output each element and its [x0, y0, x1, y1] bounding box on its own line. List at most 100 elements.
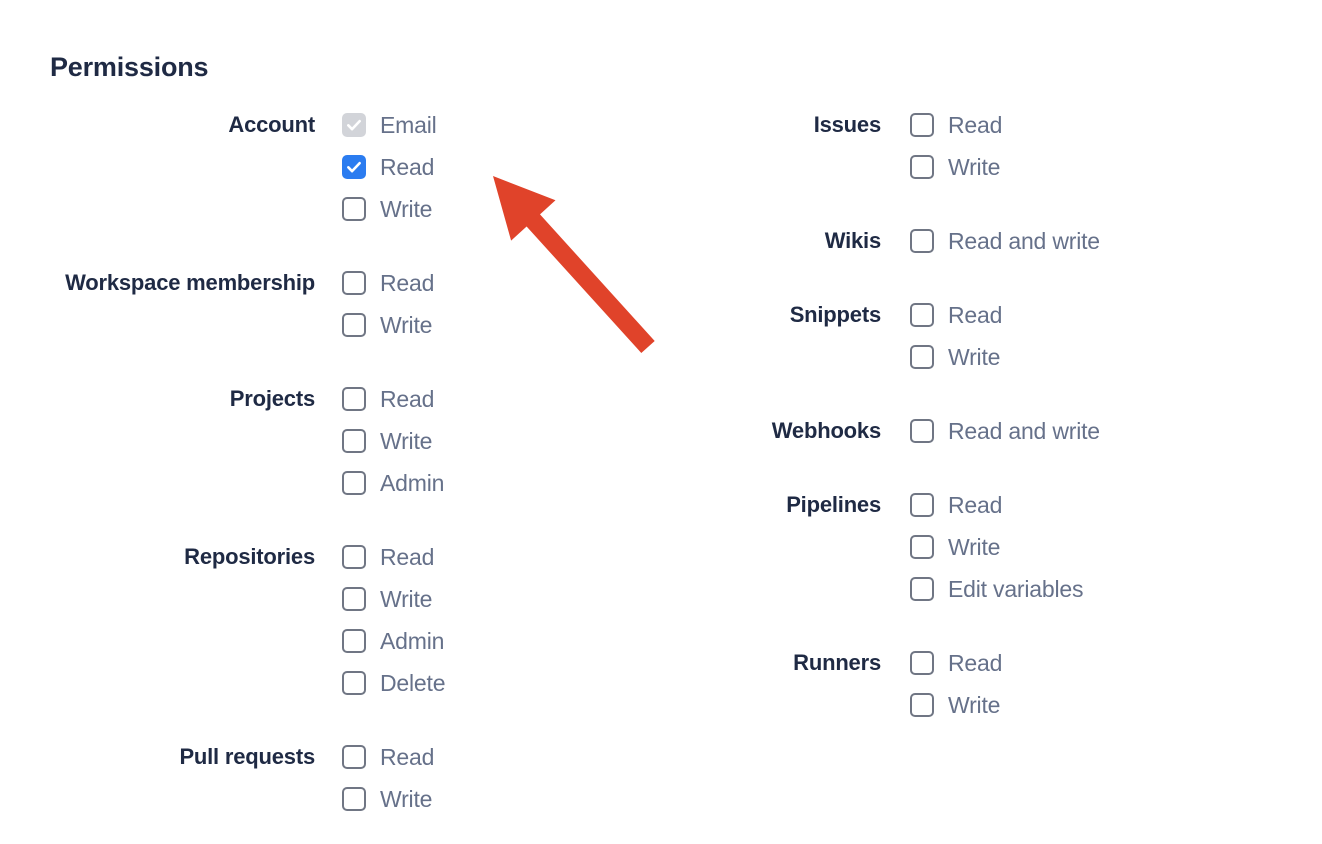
permission-option-label: Write [948, 534, 1001, 560]
permission-option-row[interactable]: Read [342, 262, 700, 304]
permission-option-label: Write [380, 786, 433, 812]
permission-option-label: Read [380, 544, 435, 570]
checkbox-account-email-disabled [342, 113, 366, 137]
permission-option-row[interactable]: Write [910, 336, 1300, 378]
permission-group-label: Workspace membership [65, 270, 315, 295]
permission-group-label: Projects [229, 386, 315, 411]
checkbox-workspace-membership-read[interactable] [342, 271, 366, 295]
permission-group-options: Read and write [910, 410, 1300, 452]
permission-option-label: Admin [380, 470, 445, 496]
permission-option-label: Write [948, 692, 1001, 718]
permission-group-options: Read and write [910, 220, 1300, 262]
checkbox-account-read-checked[interactable] [342, 155, 366, 179]
permission-option-label: Read [380, 744, 435, 770]
checkbox-projects-read[interactable] [342, 387, 366, 411]
checkbox-wikis-read-and-write[interactable] [910, 229, 934, 253]
checkbox-issues-write[interactable] [910, 155, 934, 179]
permission-option-row[interactable]: Write [910, 684, 1300, 726]
permission-option-label: Read [948, 302, 1003, 328]
permission-option-label: Read [380, 386, 435, 412]
permission-option-row[interactable]: Read and write [910, 220, 1300, 262]
checkbox-repositories-admin[interactable] [342, 629, 366, 653]
permission-option-row[interactable]: Read [342, 736, 700, 778]
checkbox-issues-read[interactable] [910, 113, 934, 137]
checkbox-repositories-read[interactable] [342, 545, 366, 569]
permission-option-label: Write [380, 428, 433, 454]
checkbox-snippets-read[interactable] [910, 303, 934, 327]
permission-group-label: Repositories [184, 544, 315, 569]
permission-option-row[interactable]: Delete [342, 662, 700, 704]
checkbox-pipelines-read[interactable] [910, 493, 934, 517]
permission-option-label: Read and write [948, 228, 1100, 254]
permission-group-label: Pull requests [179, 744, 315, 769]
permission-option-label: Read [380, 154, 435, 180]
permission-option-row[interactable]: Write [342, 304, 700, 346]
permission-option-label: Read [948, 650, 1003, 676]
permission-option-label: Write [948, 154, 1001, 180]
permission-option-row[interactable]: Read [910, 484, 1300, 526]
permission-group-wikis: Wikis Read and write [600, 220, 1300, 262]
checkbox-projects-admin[interactable] [342, 471, 366, 495]
checkbox-pull-requests-read[interactable] [342, 745, 366, 769]
permission-option-row[interactable]: Write [342, 578, 700, 620]
permission-option-row[interactable]: Write [910, 526, 1300, 568]
permission-group-label: Snippets [789, 302, 882, 327]
permission-option-label: Write [380, 196, 433, 222]
permission-option-row[interactable]: Read [342, 378, 700, 420]
permission-option-row[interactable]: Write [910, 146, 1300, 188]
permission-option-row[interactable]: Write [342, 188, 700, 230]
checkbox-workspace-membership-write[interactable] [342, 313, 366, 337]
permission-option-label: Read [948, 492, 1003, 518]
permission-option-row[interactable]: Read [342, 146, 700, 188]
permission-option-row[interactable]: Edit variables [910, 568, 1300, 610]
checkbox-account-write[interactable] [342, 197, 366, 221]
page-title: Permissions [50, 52, 209, 82]
permission-option-row[interactable]: Read [910, 294, 1300, 336]
permission-option-row[interactable]: Read [910, 642, 1300, 684]
permission-option-label: Read [948, 112, 1003, 138]
permission-option-row[interactable]: Write [342, 420, 700, 462]
checkbox-snippets-write[interactable] [910, 345, 934, 369]
permission-option-row[interactable]: Email [342, 104, 700, 146]
permission-option-row[interactable]: Read and write [910, 410, 1300, 452]
permission-option-row[interactable]: Admin [342, 620, 700, 662]
permission-option-row[interactable]: Read [342, 536, 700, 578]
checkbox-webhooks-read-and-write[interactable] [910, 419, 934, 443]
checkbox-pipelines-edit-variables[interactable] [910, 577, 934, 601]
checkbox-projects-write[interactable] [342, 429, 366, 453]
permission-option-row[interactable]: Admin [342, 462, 700, 504]
checkbox-pipelines-write[interactable] [910, 535, 934, 559]
checkbox-repositories-delete[interactable] [342, 671, 366, 695]
checkbox-runners-read[interactable] [910, 651, 934, 675]
permission-option-label: Write [948, 344, 1001, 370]
checkbox-pull-requests-write[interactable] [342, 787, 366, 811]
checkbox-repositories-write[interactable] [342, 587, 366, 611]
permission-option-row[interactable]: Write [342, 778, 700, 820]
checkbox-runners-write[interactable] [910, 693, 934, 717]
permission-group-label: Runners [793, 650, 881, 675]
permission-group-label: Account [228, 112, 315, 137]
permission-option-label: Read and write [948, 418, 1100, 444]
permission-group-label: Pipelines [786, 492, 881, 517]
permission-option-label: Read [380, 270, 435, 296]
permission-group-label: Wikis [824, 228, 881, 253]
permission-option-label: Edit variables [948, 576, 1084, 602]
permission-option-row[interactable]: Read [910, 104, 1300, 146]
